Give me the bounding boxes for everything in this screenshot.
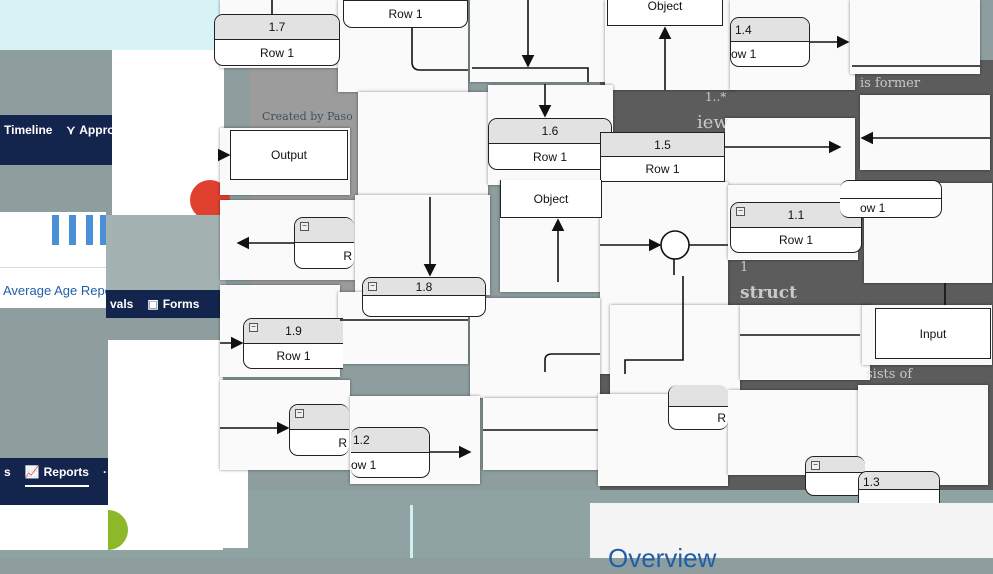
- overview-title: Overview: [608, 543, 717, 573]
- chart-bar: [69, 215, 76, 245]
- pie-chart-slice-green: [108, 510, 128, 550]
- struct-text: struct: [740, 283, 797, 303]
- filter-icon: ⋎: [66, 123, 76, 137]
- multiplicity-many: 1..*: [705, 90, 727, 104]
- nav-reports[interactable]: 📈Reports: [24, 465, 89, 487]
- diagram-tile: [860, 95, 990, 170]
- entity-1-8[interactable]: −1.8: [362, 277, 486, 317]
- output-box[interactable]: Output: [230, 130, 348, 180]
- nav-forms[interactable]: ▣Forms: [147, 297, 200, 311]
- background-cyan: [0, 0, 225, 50]
- white-panel-3: [0, 505, 108, 550]
- nav-approvals[interactable]: ⋎Approv: [66, 123, 112, 137]
- nav-item-cut[interactable]: s: [4, 465, 11, 479]
- entity-fragment[interactable]: −R: [289, 404, 349, 456]
- nav-bar-mid: vals ▣Forms: [106, 290, 226, 318]
- entity-fragment[interactable]: ow 1: [840, 180, 942, 218]
- entity-fragment[interactable]: −R: [294, 217, 354, 269]
- diagram-tile: [358, 92, 488, 197]
- formed-text: is former: [860, 76, 921, 91]
- nav-bar-top: Timeline ⋎Approv: [0, 115, 112, 165]
- nav-timeline[interactable]: Timeline: [4, 123, 53, 137]
- grey-panel: [106, 215, 226, 290]
- diagram-tile: [858, 385, 988, 485]
- view-text: iew: [697, 112, 729, 133]
- report-title[interactable]: Average Age Repo: [3, 283, 112, 298]
- report-card: Average Age Repo: [0, 212, 112, 308]
- forms-icon: ▣: [147, 297, 159, 311]
- more-icon[interactable]: ···: [102, 465, 108, 479]
- background-strip: [410, 505, 590, 558]
- diagram-tile: [740, 305, 870, 380]
- diagram-tile: [470, 0, 605, 82]
- multiplicity-one: 1: [740, 260, 749, 275]
- input-box[interactable]: Input: [875, 308, 991, 359]
- chart-bar: [86, 215, 93, 245]
- nav-approvals-cut[interactable]: vals: [110, 297, 134, 311]
- consists-text: sists of: [866, 367, 913, 382]
- object-box-mid[interactable]: Object: [500, 180, 602, 218]
- diagram-tile: [483, 398, 598, 470]
- diagram-tile: [470, 298, 600, 398]
- white-panel-2: [108, 340, 223, 550]
- entity-fragment[interactable]: Row 1: [343, 0, 468, 28]
- overview-panel: Overview: [590, 503, 993, 573]
- chart-icon: 📈: [24, 465, 40, 479]
- nav-bar-bottom: s 📈Reports ···: [0, 458, 108, 505]
- entity-fragment[interactable]: R: [668, 385, 728, 430]
- white-strip: [223, 470, 248, 548]
- chart-bar: [100, 215, 106, 245]
- chart-bar: [52, 215, 59, 245]
- diagram-tile: [850, 0, 980, 74]
- entity-fragment[interactable]: −: [805, 456, 865, 496]
- created-by-text: Created by Paso: [262, 110, 353, 123]
- diagram-tile: [725, 118, 855, 193]
- object-box-top[interactable]: Object: [607, 0, 723, 26]
